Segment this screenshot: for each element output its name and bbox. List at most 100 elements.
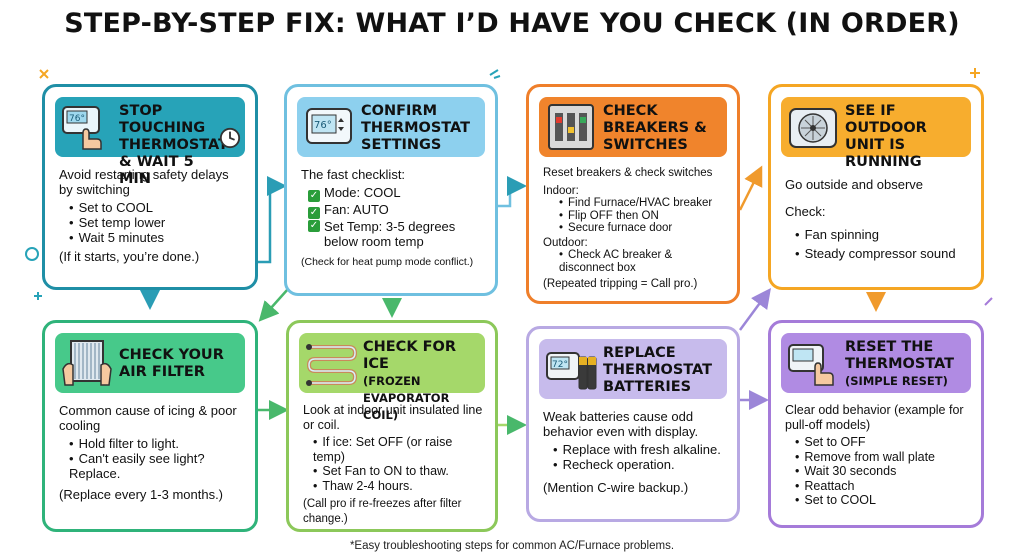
list-item: Fan: AUTO — [324, 202, 389, 217]
step-header-8: RESET THE THERMOSTAT (SIMPLE RESET) — [781, 333, 971, 393]
step-bullets: Fan spinning Steady compressor sound — [785, 227, 971, 261]
list-item: Reattach — [795, 479, 971, 494]
step-card-7: 72° REPLACE THERMOSTAT BATTERIES Weak ba… — [526, 326, 740, 522]
step-title-8: RESET THE THERMOSTAT (SIMPLE RESET) — [845, 339, 967, 390]
step-body-6: Look at indoor unit insulated line or co… — [303, 403, 485, 529]
list-item: Wait 5 minutes — [69, 230, 245, 245]
breaker-panel-icon — [548, 104, 594, 150]
step-intro: Go outside and observe — [785, 177, 924, 192]
step-bullets: Replace with fresh alkaline. Recheck ope… — [543, 442, 727, 472]
outdoor-label: Outdoor: — [543, 236, 588, 249]
air-filter-hands-icon — [62, 340, 112, 386]
step-header-4: SEE IF OUTDOOR UNIT IS RUNNING — [781, 97, 971, 170]
step-card-3: CHECK BREAKERS & SWITCHES Reset breakers… — [526, 84, 740, 304]
step-title-6: CHECK FOR ICE (FROZEN EVAPORATOR COIL) — [363, 339, 481, 424]
footnote: *Easy troubleshooting steps for common A… — [349, 540, 675, 552]
list-item: Replace with fresh alkaline. — [553, 442, 727, 457]
step-intro: Common cause of icing & poor cooling — [59, 403, 237, 433]
checkmark-icon: ✓ — [308, 220, 320, 232]
list-item: Set to COOL — [69, 200, 245, 215]
arrow-7-to-4 — [738, 287, 771, 331]
thermostat-batteries-icon: 72° — [546, 352, 597, 390]
list-item: Steady compressor sound — [795, 246, 971, 261]
checkmark-icon: ✓ — [308, 190, 320, 202]
list-item: Secure furnace door — [559, 222, 727, 235]
step-title-4: SEE IF OUTDOOR UNIT IS RUNNING — [845, 103, 927, 170]
step-intro: The fast checklist: — [301, 167, 406, 182]
step-title-7: REPLACE THERMOSTAT BATTERIES — [603, 345, 713, 395]
step-card-6: CHECK FOR ICE (FROZEN EVAPORATOR COIL) L… — [286, 320, 498, 532]
step-card-4: SEE IF OUTDOOR UNIT IS RUNNING Go outsid… — [768, 84, 984, 290]
step-subtitle: (FROZEN EVAPORATOR COIL) — [363, 374, 450, 422]
step-title-2: CONFIRM THERMOSTAT SETTINGS — [361, 103, 471, 153]
step-note: (Call pro if re-freezes after filter cha… — [303, 498, 462, 525]
step-note: (Repeated tripping = Call pro.) — [543, 278, 698, 290]
step-body-1: Avoid restarting safety delays by switch… — [59, 167, 245, 267]
list-item: Recheck operation. — [553, 457, 727, 472]
list-item: Set Fan to ON to thaw. — [313, 464, 485, 479]
step-intro: Look at indoor unit insulated line or co… — [303, 403, 483, 432]
list-item: Mode: COOL — [324, 185, 401, 200]
clock-icon — [219, 127, 241, 149]
thermostat-reset-hand-icon — [788, 344, 834, 386]
step-body-4: Go outside and observe Check: Fan spinni… — [785, 167, 971, 265]
step-body-8: Clear odd behavior (example for pull-off… — [785, 403, 971, 512]
arrow-2-to-3 — [498, 176, 527, 208]
step-body-7: Weak batteries cause odd behavior even w… — [543, 409, 727, 498]
thermostat-reading: 72° — [552, 360, 568, 370]
list-item: Fan spinning — [795, 227, 971, 242]
step-header-5: CHECK YOUR AIR FILTER — [55, 333, 245, 393]
list-item: Hold filter to light. — [69, 436, 245, 451]
outdoor-ac-unit-icon — [789, 108, 837, 148]
list-item: Check AC breaker & disconnect box — [559, 249, 709, 274]
list-item: Set to COOL — [795, 493, 971, 508]
step-subtitle: (SIMPLE RESET) — [845, 374, 948, 388]
step-card-2: 76° CONFIRM THERMOSTAT SETTINGS The fast… — [284, 84, 498, 296]
step-bullets: Set to OFF Remove from wall plate Wait 3… — [785, 435, 971, 508]
step-header-2: 76° CONFIRM THERMOSTAT SETTINGS — [297, 97, 485, 157]
frozen-coil-icon — [306, 344, 357, 386]
step-header-3: CHECK BREAKERS & SWITCHES — [539, 97, 727, 157]
thermostat-icon: 76° — [306, 108, 352, 144]
step-card-1: 76° STOP TOUCHING THERMOSTAT & WAIT 5 MI… — [42, 84, 258, 290]
step-header-1: 76° STOP TOUCHING THERMOSTAT & WAIT 5 MI… — [55, 97, 245, 187]
step-card-8: RESET THE THERMOSTAT (SIMPLE RESET) Clea… — [768, 320, 984, 528]
step-intro: Reset breakers & check switches — [543, 167, 713, 179]
step-card-5: CHECK YOUR AIR FILTER Common cause of ic… — [42, 320, 258, 532]
step-title-5: CHECK YOUR AIR FILTER — [119, 347, 224, 380]
step-intro: Avoid restarting safety delays by switch… — [59, 167, 229, 197]
step-bullets: Hold filter to light. Can't easily see l… — [59, 436, 245, 481]
step-body-2: The fast checklist: ✓ Mode: COOL ✓ Fan: AU… — [301, 167, 485, 273]
step-bullets: Set to COOL Set temp lower Wait 5 minute… — [59, 200, 245, 245]
checkmark-icon: ✓ — [308, 207, 320, 219]
list-item: Set to OFF — [795, 435, 971, 450]
step-bullets: If ice: Set OFF (or raise temp) Set Fan … — [303, 435, 485, 493]
list-item: If ice: Set OFF (or raise temp) — [313, 435, 485, 464]
step-note: (Replace every 1-3 months.) — [59, 487, 224, 502]
check-label: Check: — [785, 204, 826, 219]
step-note: (Check for heat pump mode conflict.) — [301, 256, 474, 268]
step-body-3: Reset breakers & check switches Indoor: … — [543, 167, 727, 294]
list-item: Set Temp: 3-5 degrees below room temp — [324, 219, 456, 249]
step-title-text: RESET THE THERMOSTAT — [845, 339, 955, 372]
step-header-7: 72° REPLACE THERMOSTAT BATTERIES — [539, 339, 727, 399]
step-title-3: CHECK BREAKERS & SWITCHES — [603, 103, 707, 153]
step-title-text: CHECK FOR ICE — [363, 339, 457, 372]
arrow-3-to-4 — [738, 165, 763, 211]
step-intro: Clear odd behavior (example for pull-off… — [785, 403, 964, 432]
arrow-1-to-2 — [258, 176, 287, 264]
step-checklist: ✓ Mode: COOL ✓ Fan: AUTO ✓ Set Temp: 3-5 de… — [301, 185, 485, 249]
step-body-5: Common cause of icing & poor cooling Hol… — [59, 403, 245, 505]
list-item: Remove from wall plate — [795, 450, 971, 465]
indoor-label: Indoor: — [543, 184, 579, 197]
list-item: Find Furnace/HVAC breaker — [559, 197, 727, 210]
list-item: Wait 30 seconds — [795, 464, 971, 479]
thermostat-reading: 76° — [69, 114, 85, 124]
step-note: (If it starts, you’re done.) — [59, 249, 200, 264]
list-item: Thaw 2-4 hours. — [313, 479, 485, 494]
step-header-6: CHECK FOR ICE (FROZEN EVAPORATOR COIL) — [299, 333, 485, 422]
step-intro: Weak batteries cause odd behavior even w… — [543, 409, 699, 439]
outdoor-list: Check AC breaker & disconnect box — [549, 249, 727, 274]
thermostat-reading: 76° — [314, 120, 332, 131]
list-item: Set temp lower — [69, 215, 245, 230]
